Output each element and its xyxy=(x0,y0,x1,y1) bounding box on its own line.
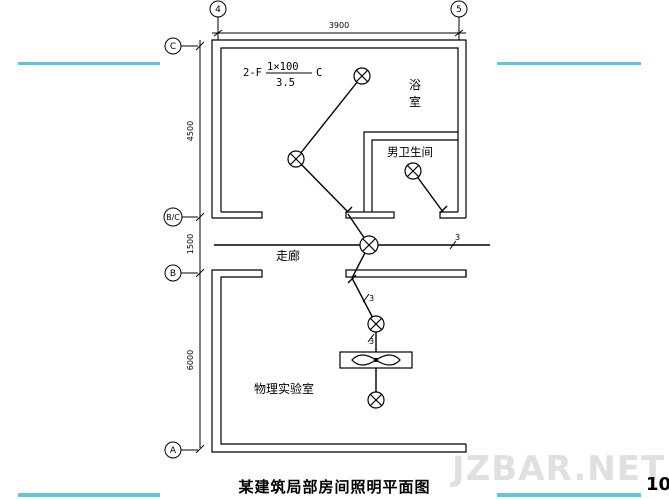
accent-bar-bottom-right xyxy=(497,493,641,497)
annotation-suffix: C xyxy=(316,67,322,79)
room-label-mens-toilet: 男卫生间 xyxy=(387,145,433,159)
wiring xyxy=(214,75,490,400)
annotation-denominator: 3.5 xyxy=(276,77,295,89)
ceiling-fan-icon xyxy=(339,351,413,369)
watermark: JZBAR.NET xyxy=(452,449,666,489)
toilet-partition-inner xyxy=(371,139,458,212)
svg-text:B/C: B/C xyxy=(166,213,180,222)
lamp-corridor-icon xyxy=(359,235,379,255)
axis-bubble-C: C xyxy=(164,37,182,55)
wire-count-lab-lower: 3 xyxy=(369,337,374,346)
page-number: 10 xyxy=(646,474,669,495)
wire-bath-to-switch xyxy=(295,158,349,213)
accent-bar-bottom-left xyxy=(18,493,160,497)
svg-text:A: A xyxy=(170,446,177,456)
figure-caption: 某建筑局部房间照明平面图 xyxy=(238,478,431,496)
svg-text:5: 5 xyxy=(456,5,462,15)
room-label-corridor: 走廊 xyxy=(276,248,300,263)
upper-right-stub xyxy=(439,211,466,219)
axis-bubble-5: 5 xyxy=(450,0,468,40)
lamp-bathroom-upper-icon xyxy=(353,67,371,85)
svg-text:B: B xyxy=(170,269,176,279)
walls xyxy=(211,39,467,453)
fixture-annotation: 2-F 1×100 3.5 C xyxy=(243,61,322,89)
dim-height-lower: 6000 xyxy=(186,350,195,370)
axis-bubble-BC: B/C xyxy=(163,207,183,227)
room-label-bathroom-2: 室 xyxy=(409,94,421,109)
dimension-lines xyxy=(181,29,466,454)
dim-width-top: 3900 xyxy=(329,21,349,30)
lower-wall-inner xyxy=(220,270,466,445)
upper-wall-outer xyxy=(211,39,467,218)
accent-bar-top-right xyxy=(497,62,641,65)
door-stub-bottom xyxy=(345,269,467,278)
lower-wall-outer xyxy=(211,269,467,453)
annotation-numerator: 1×100 xyxy=(267,61,299,73)
axis-bubble-A: A xyxy=(164,441,182,459)
svg-text:4: 4 xyxy=(215,5,221,15)
switch-mark-toilet xyxy=(439,205,448,214)
room-label-bathroom-1: 浴 xyxy=(409,78,421,92)
axis-bubble-B: B xyxy=(164,264,182,282)
upper-wall-inner xyxy=(220,47,459,212)
accent-bar-top-left xyxy=(18,62,160,65)
accent-bars xyxy=(18,62,641,497)
dim-height-corridor: 1500 xyxy=(186,234,195,254)
wire-upper-lamp-link xyxy=(295,75,363,160)
wire-count-corridor: 3 xyxy=(455,233,460,242)
upper-left-stub xyxy=(212,211,263,219)
switch-mark-bath xyxy=(345,206,353,214)
lamp-lab-lower-icon xyxy=(367,391,385,409)
wire-count-ticks xyxy=(362,240,457,343)
svg-text:C: C xyxy=(170,42,176,52)
room-label-physics-lab: 物理实验室 xyxy=(254,381,314,396)
dim-height-upper: 4500 xyxy=(186,121,195,141)
switch-mark-lab xyxy=(347,274,357,284)
axis-bubble-4: 4 xyxy=(209,0,227,40)
lamp-bathroom-left-icon xyxy=(287,150,305,168)
annotation-prefix: 2-F xyxy=(243,67,262,79)
lamp-toilet-icon xyxy=(404,162,422,180)
lamp-lab-upper-icon xyxy=(367,315,385,333)
toilet-partition-outer xyxy=(363,131,458,212)
door-stub-top xyxy=(345,211,395,219)
wire-count-lab-upper: 3 xyxy=(369,294,374,303)
